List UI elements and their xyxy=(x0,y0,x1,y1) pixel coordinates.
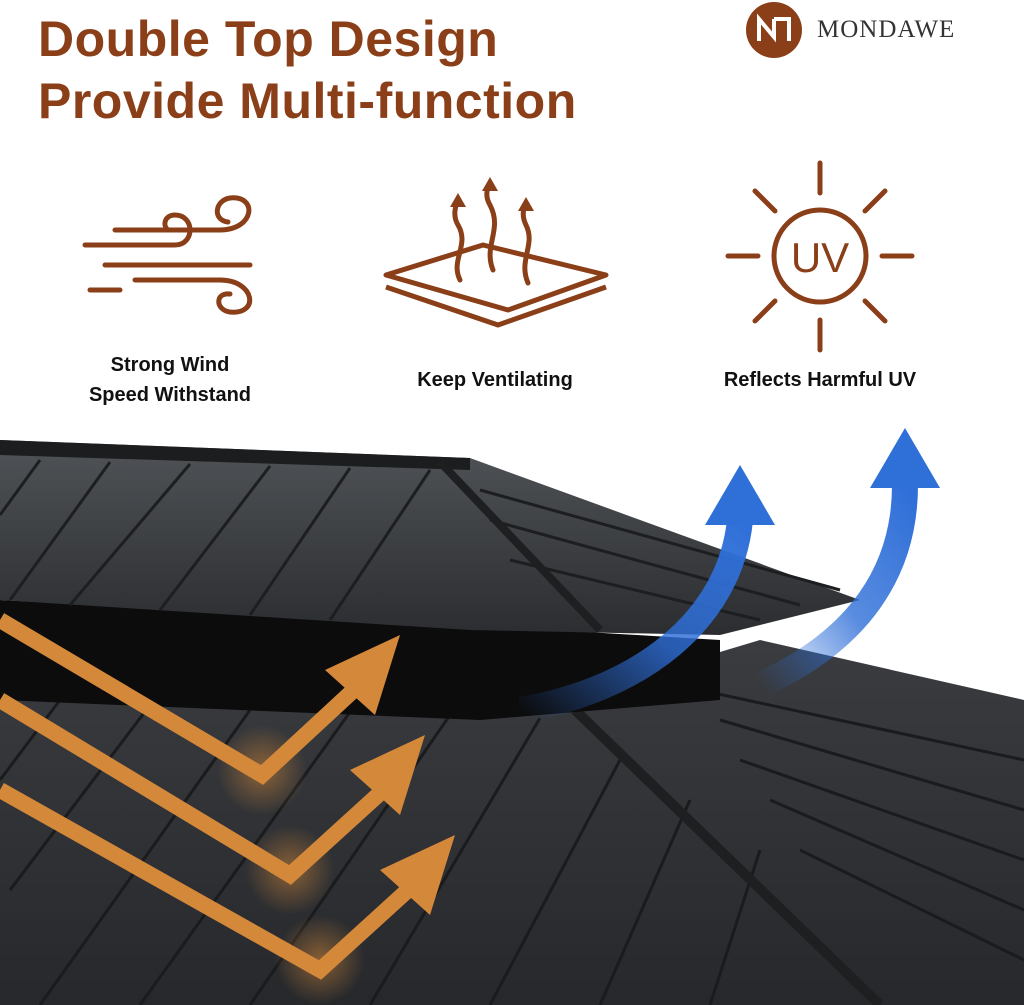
feature-wind-line-1: Strong Wind xyxy=(110,354,230,376)
brand-logo-icon xyxy=(746,2,802,58)
brand-logo: MONDAWE xyxy=(745,2,956,58)
feature-label-wind: Strong Wind Speed Withstand xyxy=(40,350,300,410)
airflow-arrows xyxy=(517,428,940,723)
uv-sun-icon: UV xyxy=(725,160,915,353)
brand-name: MONDAWE xyxy=(817,16,956,43)
wind-arrows xyxy=(0,613,455,1005)
headline: Double Top Design Provide Multi-function xyxy=(38,8,577,132)
upper-roof xyxy=(0,440,860,635)
feature-label-uv: Reflects Harmful UV xyxy=(723,369,917,391)
headline-line-1: Double Top Design xyxy=(38,11,499,67)
feature-wind-line-2: Speed Withstand xyxy=(88,384,252,406)
uv-text: UV xyxy=(791,234,849,281)
wind-icon xyxy=(82,195,253,315)
ventilation-icon xyxy=(383,177,609,328)
feature-label-ventilation: Keep Ventilating xyxy=(417,369,573,391)
headline-line-2: Provide Multi-function xyxy=(38,73,577,129)
